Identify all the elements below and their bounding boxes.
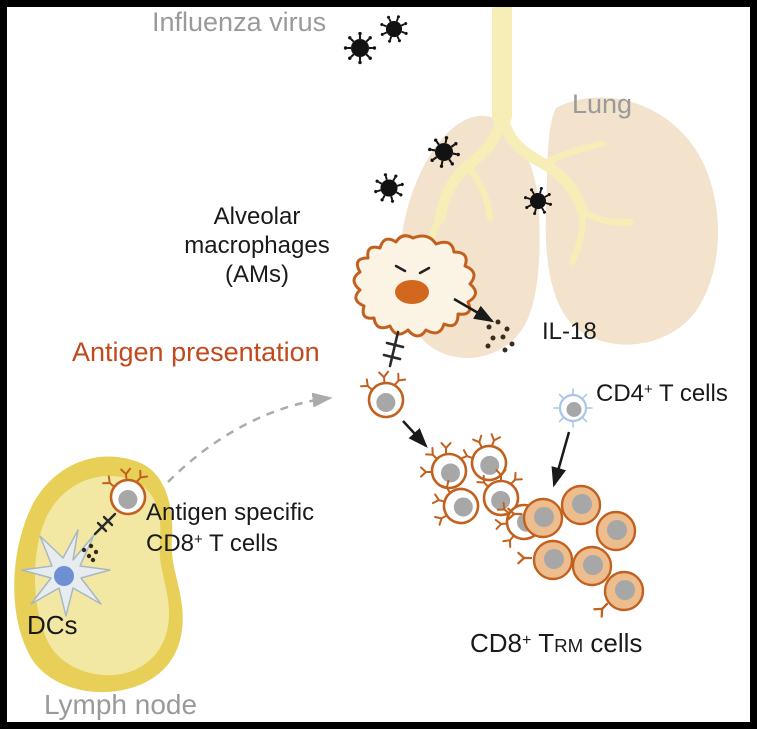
dendritic-cell: [21, 529, 111, 617]
antigen-specific-cd8-label: Antigen specific CD8+ T cells: [146, 497, 314, 563]
dc-nucleus: [54, 566, 74, 586]
lymph-node-shape: [14, 456, 183, 693]
antigen-specific-line1: Antigen specific: [146, 499, 315, 526]
antigen-specific-line2: CD8+ T cells: [146, 528, 314, 563]
am-eyes: [394, 264, 431, 275]
il18-dots: [485, 319, 515, 353]
am-label-line2: macrophages: [184, 232, 330, 259]
arrow-cd4-to-trm: [551, 431, 571, 488]
cd4-label-base: CD4: [596, 380, 645, 407]
antigen-specific-sup: +: [194, 532, 203, 549]
alveolar-macrophages-label: Alveolar macrophages (AMs): [166, 202, 348, 289]
cd8-trm-label: CD8+ TRM cells: [470, 628, 642, 659]
virus-icon: [367, 166, 411, 210]
antigen-specific-base: CD8: [146, 530, 195, 557]
virus-icon: [374, 9, 414, 49]
cd8-cell-cluster: [421, 427, 548, 554]
inhibition-bar-am-icon: [382, 330, 405, 368]
arrow-am-to-il18: [453, 297, 495, 323]
cd4-t-cells-label: CD4+ T cells: [596, 380, 728, 409]
arrow-cd8-expansion: [402, 420, 428, 448]
trm-label-rm: RM: [554, 635, 584, 656]
trm-cell-cluster: [507, 484, 645, 618]
cd4-label-sup: +: [644, 382, 653, 399]
influenza-virus-label: Influenza virus: [152, 7, 327, 37]
lung-label: Lung: [572, 89, 633, 119]
trm-label-t: T: [531, 628, 555, 658]
antigen-dots: [81, 543, 99, 563]
cd8-t-cell: [354, 361, 417, 424]
am-label-line1: Alveolar: [213, 203, 301, 230]
migration-dashed-arrow: [167, 392, 333, 483]
am-nucleus: [395, 280, 429, 304]
antigen-presentation-label: Antigen presentation: [72, 337, 320, 367]
il18-label: IL-18: [542, 318, 597, 345]
alveolar-macrophage-cell: [352, 234, 477, 338]
virus-icon: [342, 30, 378, 66]
bronchial-tree: [424, 0, 634, 266]
dcs-label: DCs: [27, 610, 78, 640]
antigen-specific-rest: T cells: [202, 530, 278, 557]
trm-label-base: CD8: [470, 628, 523, 658]
trm-label-sup: +: [522, 630, 532, 649]
cd4-label-rest: T cells: [652, 380, 728, 407]
lymph-node-label: Lymph node: [44, 689, 198, 720]
inhibition-bar-dc-icon: [93, 512, 117, 536]
trm-label-rest: cells: [583, 628, 643, 658]
cd4-t-cell: [552, 387, 594, 429]
am-label-line3: (AMs): [225, 261, 289, 288]
